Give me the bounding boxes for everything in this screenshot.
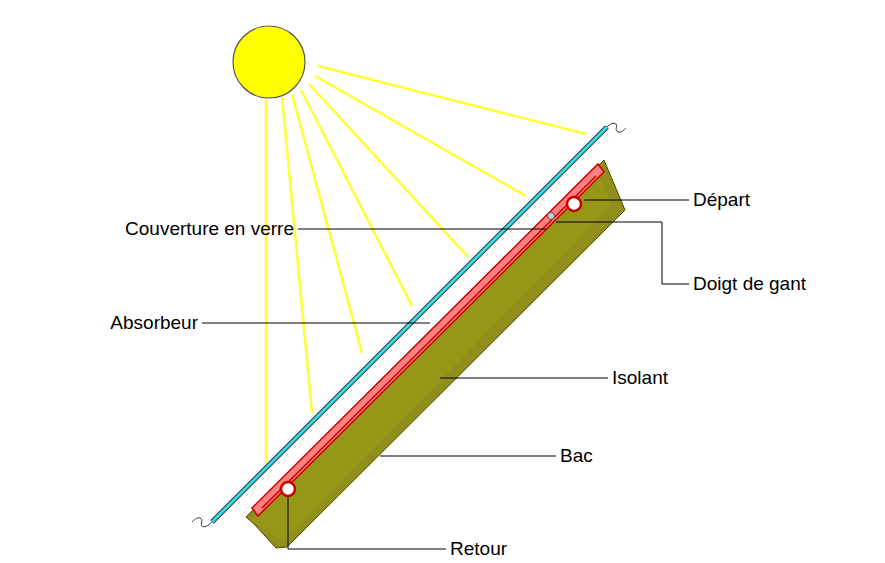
collector-tray <box>246 160 625 548</box>
glass-cover-edge <box>212 127 607 522</box>
leader-lines <box>202 200 689 549</box>
part-label: Départ <box>693 190 750 211</box>
part-label: Doigt de gant <box>693 274 806 295</box>
part-label: Couverture en verre <box>125 219 294 240</box>
thermowell <box>548 213 555 220</box>
glass-break-mark <box>607 123 626 132</box>
absorber-plate <box>252 164 604 516</box>
glass-cover <box>212 127 607 522</box>
part-label: Bac <box>560 446 593 467</box>
absorber-tube-line <box>262 176 596 508</box>
return-pipe <box>281 482 295 496</box>
sun <box>233 26 305 98</box>
glass-break-mark <box>192 518 212 527</box>
part-label: Absorbeur <box>110 313 198 334</box>
part-label: Retour <box>450 539 507 560</box>
part-label: Isolant <box>612 368 668 389</box>
insulation <box>250 170 612 541</box>
outlet-pipe <box>567 197 581 211</box>
